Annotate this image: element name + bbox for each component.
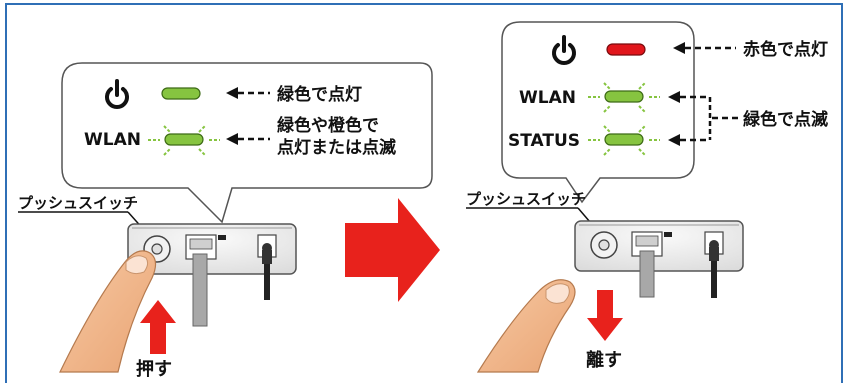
status-label: STATUS: [508, 131, 580, 151]
power-led-red: [606, 43, 646, 56]
right-speech-bubble: [501, 21, 695, 204]
released-finger: [476, 279, 576, 373]
blink-description: 緑色で点滅: [743, 109, 828, 130]
wlan-led-blink-rays: [588, 82, 660, 113]
left-speech-bubble: [61, 62, 433, 224]
release-arrow-down: [587, 290, 623, 341]
leader-arrowhead: [668, 91, 680, 103]
push-switch-label: プッシュスイッチ: [18, 194, 138, 212]
power-led-red-description: 赤色で点灯: [743, 39, 828, 60]
wlan-led-blink-rays: [148, 125, 220, 156]
wlan-led-green: [164, 133, 204, 146]
lan-cable: [192, 253, 208, 327]
router-device: [127, 223, 297, 275]
finger-nail: [545, 283, 570, 304]
wlan-label: WLAN: [84, 130, 141, 150]
power-led-green: [161, 87, 201, 100]
left-panel: 緑色で点灯 WLAN 緑色や橙色で 点灯または点滅 プッシュスイッチ: [18, 62, 433, 380]
transition-arrow-right: [345, 198, 440, 302]
right-panel: 赤色で点灯 WLAN STATUS: [466, 21, 828, 373]
push-action-label: 押す: [136, 358, 172, 380]
push-arrow-up: [140, 300, 176, 354]
push-switch-label: プッシュスイッチ: [466, 190, 586, 208]
power-icon: [105, 79, 129, 109]
pressing-finger: [59, 250, 157, 373]
status-led-blink-rays: [588, 125, 660, 156]
leader-arrowhead: [668, 134, 680, 146]
power-icon: [552, 35, 576, 65]
wlan-label: WLAN: [519, 88, 576, 108]
leader-arrowhead: [226, 133, 238, 145]
ethernet-port: [631, 231, 672, 257]
router-device: [574, 220, 744, 272]
release-action-label: 離す: [586, 349, 622, 371]
leader-arrowhead: [226, 87, 238, 99]
wlan-led-description-line1: 緑色や橙色で: [277, 115, 379, 136]
wlan-led-green: [604, 90, 644, 103]
power-led-description: 緑色で点灯: [277, 84, 362, 105]
leader-arrowhead: [673, 42, 685, 54]
diagram-frame: [5, 3, 843, 383]
finger-nail: [125, 255, 149, 275]
status-led-green: [604, 133, 644, 146]
wlan-led-description-line2: 点灯または点滅: [277, 137, 396, 158]
lan-cable: [639, 250, 655, 298]
